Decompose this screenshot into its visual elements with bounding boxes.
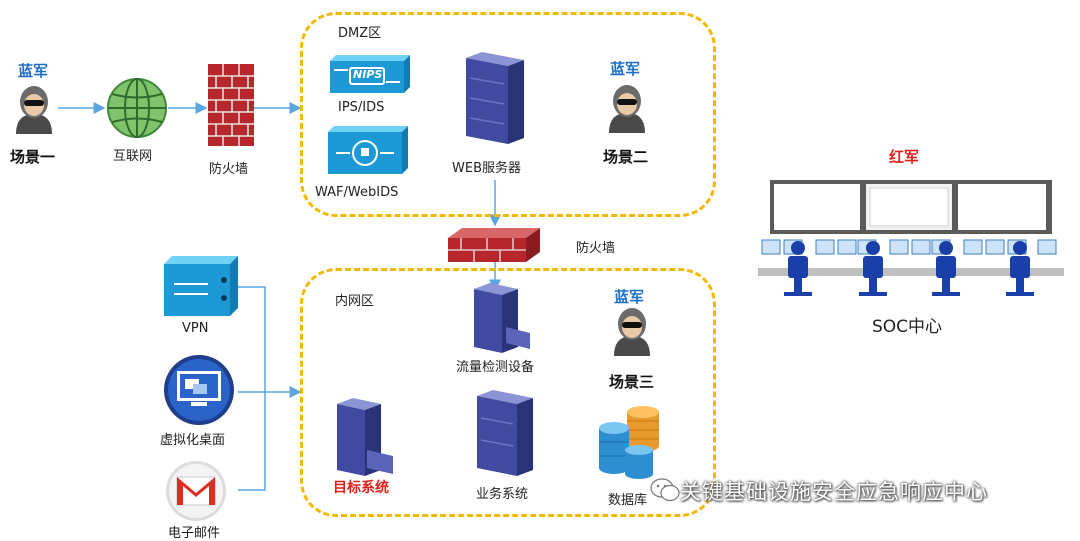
server-icon bbox=[466, 52, 524, 144]
firewall-icon bbox=[448, 228, 540, 262]
soc-label: SOC中心 bbox=[872, 317, 943, 337]
email-label: 电子邮件 bbox=[168, 526, 221, 541]
vdesktop-label: 虚拟化桌面 bbox=[160, 433, 226, 448]
wechat-icon bbox=[650, 478, 680, 502]
hacker-icon bbox=[614, 308, 650, 356]
database-label: 数据库 bbox=[608, 493, 648, 508]
firewall-mid-label: 防火墙 bbox=[576, 241, 616, 256]
firewall-icon bbox=[208, 64, 254, 146]
internet-label: 互联网 bbox=[113, 149, 153, 164]
desktop-icon bbox=[164, 355, 234, 425]
waf-label: WAF/WebIDS bbox=[315, 185, 399, 200]
firewall-left-label: 防火墙 bbox=[209, 162, 249, 177]
ips-badge-text: NIPS bbox=[353, 68, 383, 81]
business-label: 业务系统 bbox=[476, 487, 529, 502]
globe-icon bbox=[107, 78, 167, 138]
soc-center-icon bbox=[758, 180, 1064, 296]
dmz-zone-label: DMZ区 bbox=[338, 26, 382, 41]
intranet-zone bbox=[300, 268, 716, 517]
vpn-device-icon bbox=[164, 256, 238, 316]
traffic-label: 流量检测设备 bbox=[456, 360, 535, 375]
hacker-icon bbox=[16, 86, 52, 134]
scene3-team-label: 蓝军 bbox=[614, 288, 645, 306]
ips-device-icon bbox=[330, 55, 410, 93]
intranet-zone-label: 内网区 bbox=[335, 294, 375, 309]
soc-team-label: 红军 bbox=[889, 148, 920, 166]
waf-device-icon bbox=[328, 126, 408, 174]
vpn-label: VPN bbox=[182, 321, 209, 336]
server-icon bbox=[337, 398, 393, 476]
scene2-team-label: 蓝军 bbox=[610, 60, 641, 78]
scene3-label: 场景三 bbox=[609, 373, 655, 391]
server-icon bbox=[477, 390, 533, 476]
scene1-label: 场景一 bbox=[10, 148, 56, 166]
scene1-team-label: 蓝军 bbox=[18, 62, 49, 80]
web-server-label: WEB服务器 bbox=[452, 161, 521, 176]
server-icon bbox=[474, 283, 530, 353]
hacker-icon bbox=[609, 85, 645, 133]
target-label: 目标系统 bbox=[333, 480, 389, 496]
email-icon bbox=[166, 461, 226, 521]
watermark-text: 关键基础设施安全应急响应中心 bbox=[680, 480, 988, 504]
dmz-zone bbox=[300, 12, 716, 217]
ips-label: IPS/IDS bbox=[338, 100, 385, 115]
scene2-label: 场景二 bbox=[603, 148, 649, 166]
database-icon bbox=[599, 406, 659, 479]
